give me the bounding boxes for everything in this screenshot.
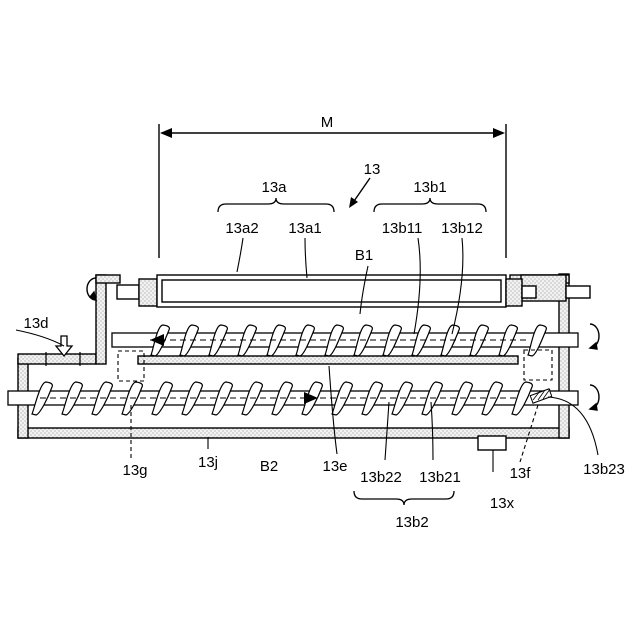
rotation-arrow-lower — [590, 385, 599, 410]
label-b1: B1 — [355, 247, 373, 264]
label-13b22: 13b22 — [360, 469, 402, 486]
label-13j: 13j — [198, 454, 218, 471]
brace-13b2 — [354, 491, 454, 505]
brace-13a — [218, 198, 334, 212]
label-13b12: 13b12 — [441, 220, 483, 237]
lower-screw — [8, 382, 578, 415]
label-13g: 13g — [122, 462, 147, 479]
label-13a: 13a — [261, 179, 287, 196]
label-m: M — [321, 114, 334, 131]
label-13b21: 13b21 — [419, 469, 461, 486]
label-13a2: 13a2 — [225, 220, 258, 237]
label-13d: 13d — [23, 315, 48, 332]
rotation-arrow-upper — [590, 324, 599, 349]
label-13: 13 — [364, 161, 381, 178]
opening-13f — [520, 350, 552, 462]
label-13x: 13x — [490, 495, 515, 512]
label-13b2: 13b2 — [395, 514, 428, 531]
dimension-m — [159, 124, 506, 258]
developing-roller — [117, 275, 590, 307]
rotation-arrow-roller — [87, 278, 96, 300]
label-13f: 13f — [510, 465, 532, 482]
upper-screw — [112, 325, 578, 356]
label-13e: 13e — [322, 458, 347, 475]
label-13a1: 13a1 — [288, 220, 321, 237]
label-13b1: 13b1 — [413, 179, 446, 196]
labels: M 13 13a 13b1 13a2 13a1 13b11 13b12 B1 1… — [23, 114, 624, 531]
label-13b23: 13b23 — [583, 461, 625, 478]
label-b2: B2 — [260, 458, 278, 475]
brace-13b1 — [374, 198, 486, 212]
label-13b11: 13b11 — [382, 220, 423, 237]
pointer-13 — [349, 178, 370, 208]
